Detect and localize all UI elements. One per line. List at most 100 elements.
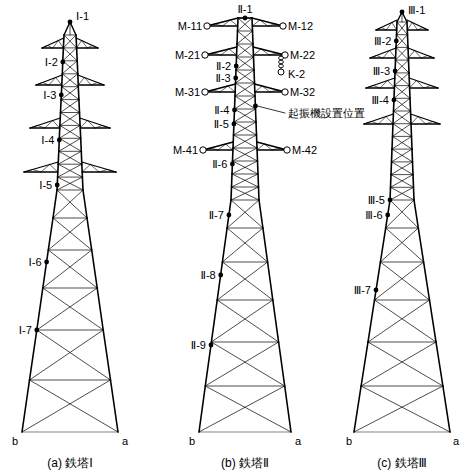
- lattice-member: [59, 138, 81, 151]
- tower-leg: [413, 187, 415, 200]
- lattice-member: [211, 342, 278, 343]
- lattice-member: [211, 342, 284, 386]
- cross-arm: [370, 48, 396, 58]
- lattice-member: [396, 47, 408, 48]
- lattice-member: [397, 34, 408, 35]
- lattice-member: [393, 123, 411, 124]
- arm-lacing: [215, 24, 223, 26]
- lattice-member: [392, 149, 412, 150]
- tower-leg: [407, 35, 409, 48]
- lattice-member: [58, 177, 83, 178]
- callout-number: Ⅲ-7: [354, 284, 371, 297]
- lattice-member: [394, 98, 411, 111]
- leg-letter: a: [295, 435, 301, 448]
- lattice-member: [231, 187, 259, 200]
- callout-number: Ⅰ-7: [19, 324, 32, 337]
- arm-lacing: [370, 56, 377, 59]
- cross-arm: [205, 47, 237, 55]
- lattice-member: [37, 330, 111, 380]
- lattice-member: [234, 122, 256, 123]
- lattice-member: [22, 380, 111, 432]
- arm-lacing: [48, 46, 53, 49]
- arm-lacing: [386, 117, 393, 125]
- lattice-member: [30, 380, 119, 432]
- arm-lacing: [82, 165, 90, 173]
- tower-leg: [63, 35, 65, 48]
- tower-leg: [411, 149, 413, 162]
- arm-lacing: [364, 122, 371, 125]
- cross-arm: [255, 84, 286, 92]
- tower-leg: [252, 31, 254, 44]
- callout-number: Ⅲ-4: [372, 94, 389, 107]
- lattice-member: [62, 74, 78, 87]
- arm-lacing: [252, 20, 259, 26]
- measurement-point: [392, 98, 397, 103]
- tower-leg: [259, 200, 263, 228]
- arm-lacing: [379, 117, 387, 125]
- lattice-member: [63, 47, 76, 48]
- tower-leg: [408, 60, 410, 73]
- lattice-member: [37, 330, 103, 331]
- cross-arm: [407, 20, 428, 30]
- arm-label: M-11: [178, 20, 202, 33]
- arm-lacing: [80, 121, 87, 129]
- arm-lacing: [228, 86, 235, 92]
- arm-lacing: [416, 81, 423, 89]
- callout-number: Ⅱ-9: [191, 339, 206, 352]
- lattice-member: [375, 300, 430, 301]
- ground-line: [354, 432, 450, 433]
- arm-lacing: [423, 28, 428, 31]
- conductor-point: [282, 89, 288, 95]
- tower-leg: [231, 174, 233, 187]
- lattice-member: [232, 187, 260, 200]
- cross-arm: [30, 118, 60, 128]
- tower-leg: [80, 138, 82, 151]
- lattice-member: [391, 175, 414, 188]
- lattice-member: [53, 218, 92, 250]
- lattice-member: [232, 174, 258, 175]
- lattice-member: [48, 250, 97, 288]
- insulator-disc: [279, 60, 284, 64]
- lattice-member: [59, 151, 82, 164]
- lattice-member: [233, 135, 257, 148]
- lattice-member: [232, 161, 258, 174]
- measurement-point: [68, 20, 73, 25]
- lattice-member: [60, 125, 80, 126]
- measurement-point: [388, 198, 393, 203]
- arm-lacing: [268, 24, 276, 26]
- cross-arm: [408, 48, 434, 58]
- lattice-member: [43, 250, 92, 288]
- arm-lacing: [45, 121, 53, 129]
- measurement-point: [393, 69, 398, 74]
- lattice-member: [235, 109, 257, 122]
- arm-lacing: [371, 122, 378, 125]
- measurement-point: [232, 122, 237, 127]
- lattice-member: [64, 35, 77, 48]
- lattice-member: [58, 164, 82, 177]
- lattice-member: [375, 262, 424, 300]
- arm-lacing: [418, 117, 426, 125]
- tower-leg: [392, 124, 394, 137]
- lattice-member: [392, 162, 414, 175]
- tower-leg: [418, 228, 423, 262]
- lattice-member: [231, 200, 259, 201]
- tower-leg: [411, 136, 413, 149]
- conductor-point: [200, 147, 206, 153]
- lattice-member: [368, 342, 443, 386]
- measurement-point: [59, 93, 64, 98]
- arm-lacing: [38, 126, 45, 129]
- lattice-member: [395, 72, 409, 73]
- lattice-member: [393, 136, 413, 149]
- figure-caption: (a) 鉄塔Ⅰ: [47, 456, 93, 470]
- lattice-member: [386, 228, 419, 229]
- tower-leg: [390, 162, 392, 175]
- insulator-disc: [279, 64, 284, 68]
- lattice-member: [43, 288, 103, 330]
- callout-number: Ⅱ-1: [237, 3, 252, 16]
- cross-arm: [411, 114, 440, 124]
- tower-leg: [257, 161, 259, 174]
- lattice-member: [62, 73, 78, 74]
- insulator-disc: [279, 56, 284, 60]
